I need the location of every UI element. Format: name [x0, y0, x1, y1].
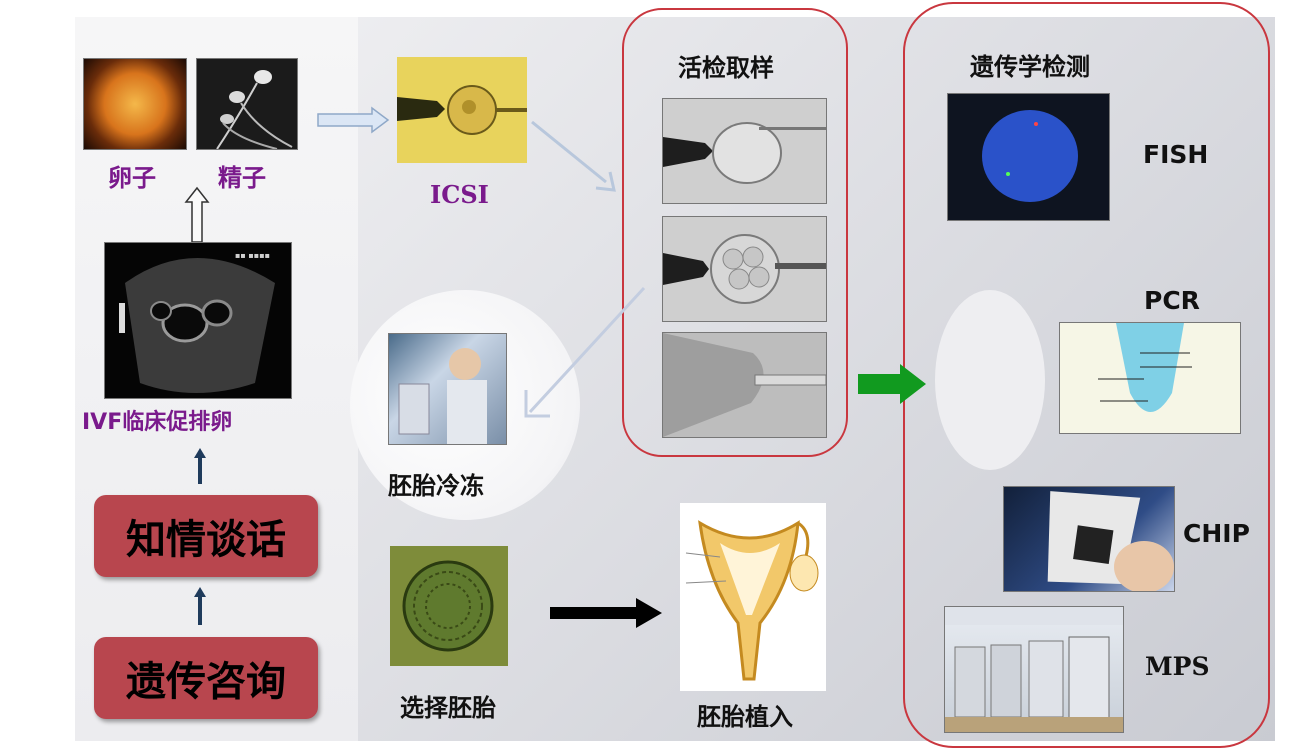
biopsy-image-2 — [662, 216, 827, 322]
blastocyst-image — [390, 546, 508, 666]
puzzle-bulge-right — [935, 290, 1045, 470]
freeze-label: 胚胎冷冻 — [388, 472, 484, 500]
biopsy-label: 活检取样 — [678, 54, 774, 82]
method-pcr: PCR — [1144, 286, 1200, 315]
sperm-label: 精子 — [218, 164, 266, 192]
method-fish: FISH — [1143, 140, 1209, 169]
informed-talk-box: 知情谈话 — [94, 495, 318, 577]
method-chip: CHIP — [1183, 519, 1250, 548]
biopsy-frame — [622, 8, 848, 457]
biopsy-image-1 — [662, 98, 827, 204]
small-up-arrow-2 — [194, 587, 206, 625]
ivf-label: IVF临床促排卵 — [82, 410, 233, 435]
genetic-counsel-box: 遗传咨询 — [94, 637, 318, 719]
green-arrow — [858, 364, 926, 404]
hollow-up-arrow — [184, 186, 210, 243]
small-up-arrow-1 — [194, 448, 206, 484]
uterus-image — [680, 503, 826, 691]
sperm-image — [196, 58, 298, 150]
icsi-image — [397, 57, 527, 163]
egg-to-icsi-arrow — [317, 106, 390, 134]
biopsy-to-freeze-arrow — [524, 286, 646, 418]
egg-label: 卵子 — [108, 164, 156, 192]
svg-text:▪▪ ▪▪▪▪: ▪▪ ▪▪▪▪ — [235, 251, 270, 260]
icsi-label: ICSI — [430, 180, 489, 209]
fish-image — [947, 93, 1110, 221]
select-label: 选择胚胎 — [400, 694, 496, 722]
mps-image — [944, 606, 1124, 733]
freeze-image — [388, 333, 507, 445]
black-arrow — [550, 598, 662, 628]
biopsy-image-3 — [662, 332, 827, 438]
implant-label: 胚胎植入 — [697, 703, 793, 731]
pcr-image — [1059, 322, 1241, 434]
genetic-label: 遗传学检测 — [970, 53, 1090, 81]
egg-image — [83, 58, 187, 150]
chip-image — [1003, 486, 1175, 592]
icsi-to-biopsy-arrow — [531, 120, 616, 192]
method-mps: MPS — [1145, 652, 1210, 681]
ultrasound-image: ▪▪ ▪▪▪▪ — [104, 242, 292, 399]
